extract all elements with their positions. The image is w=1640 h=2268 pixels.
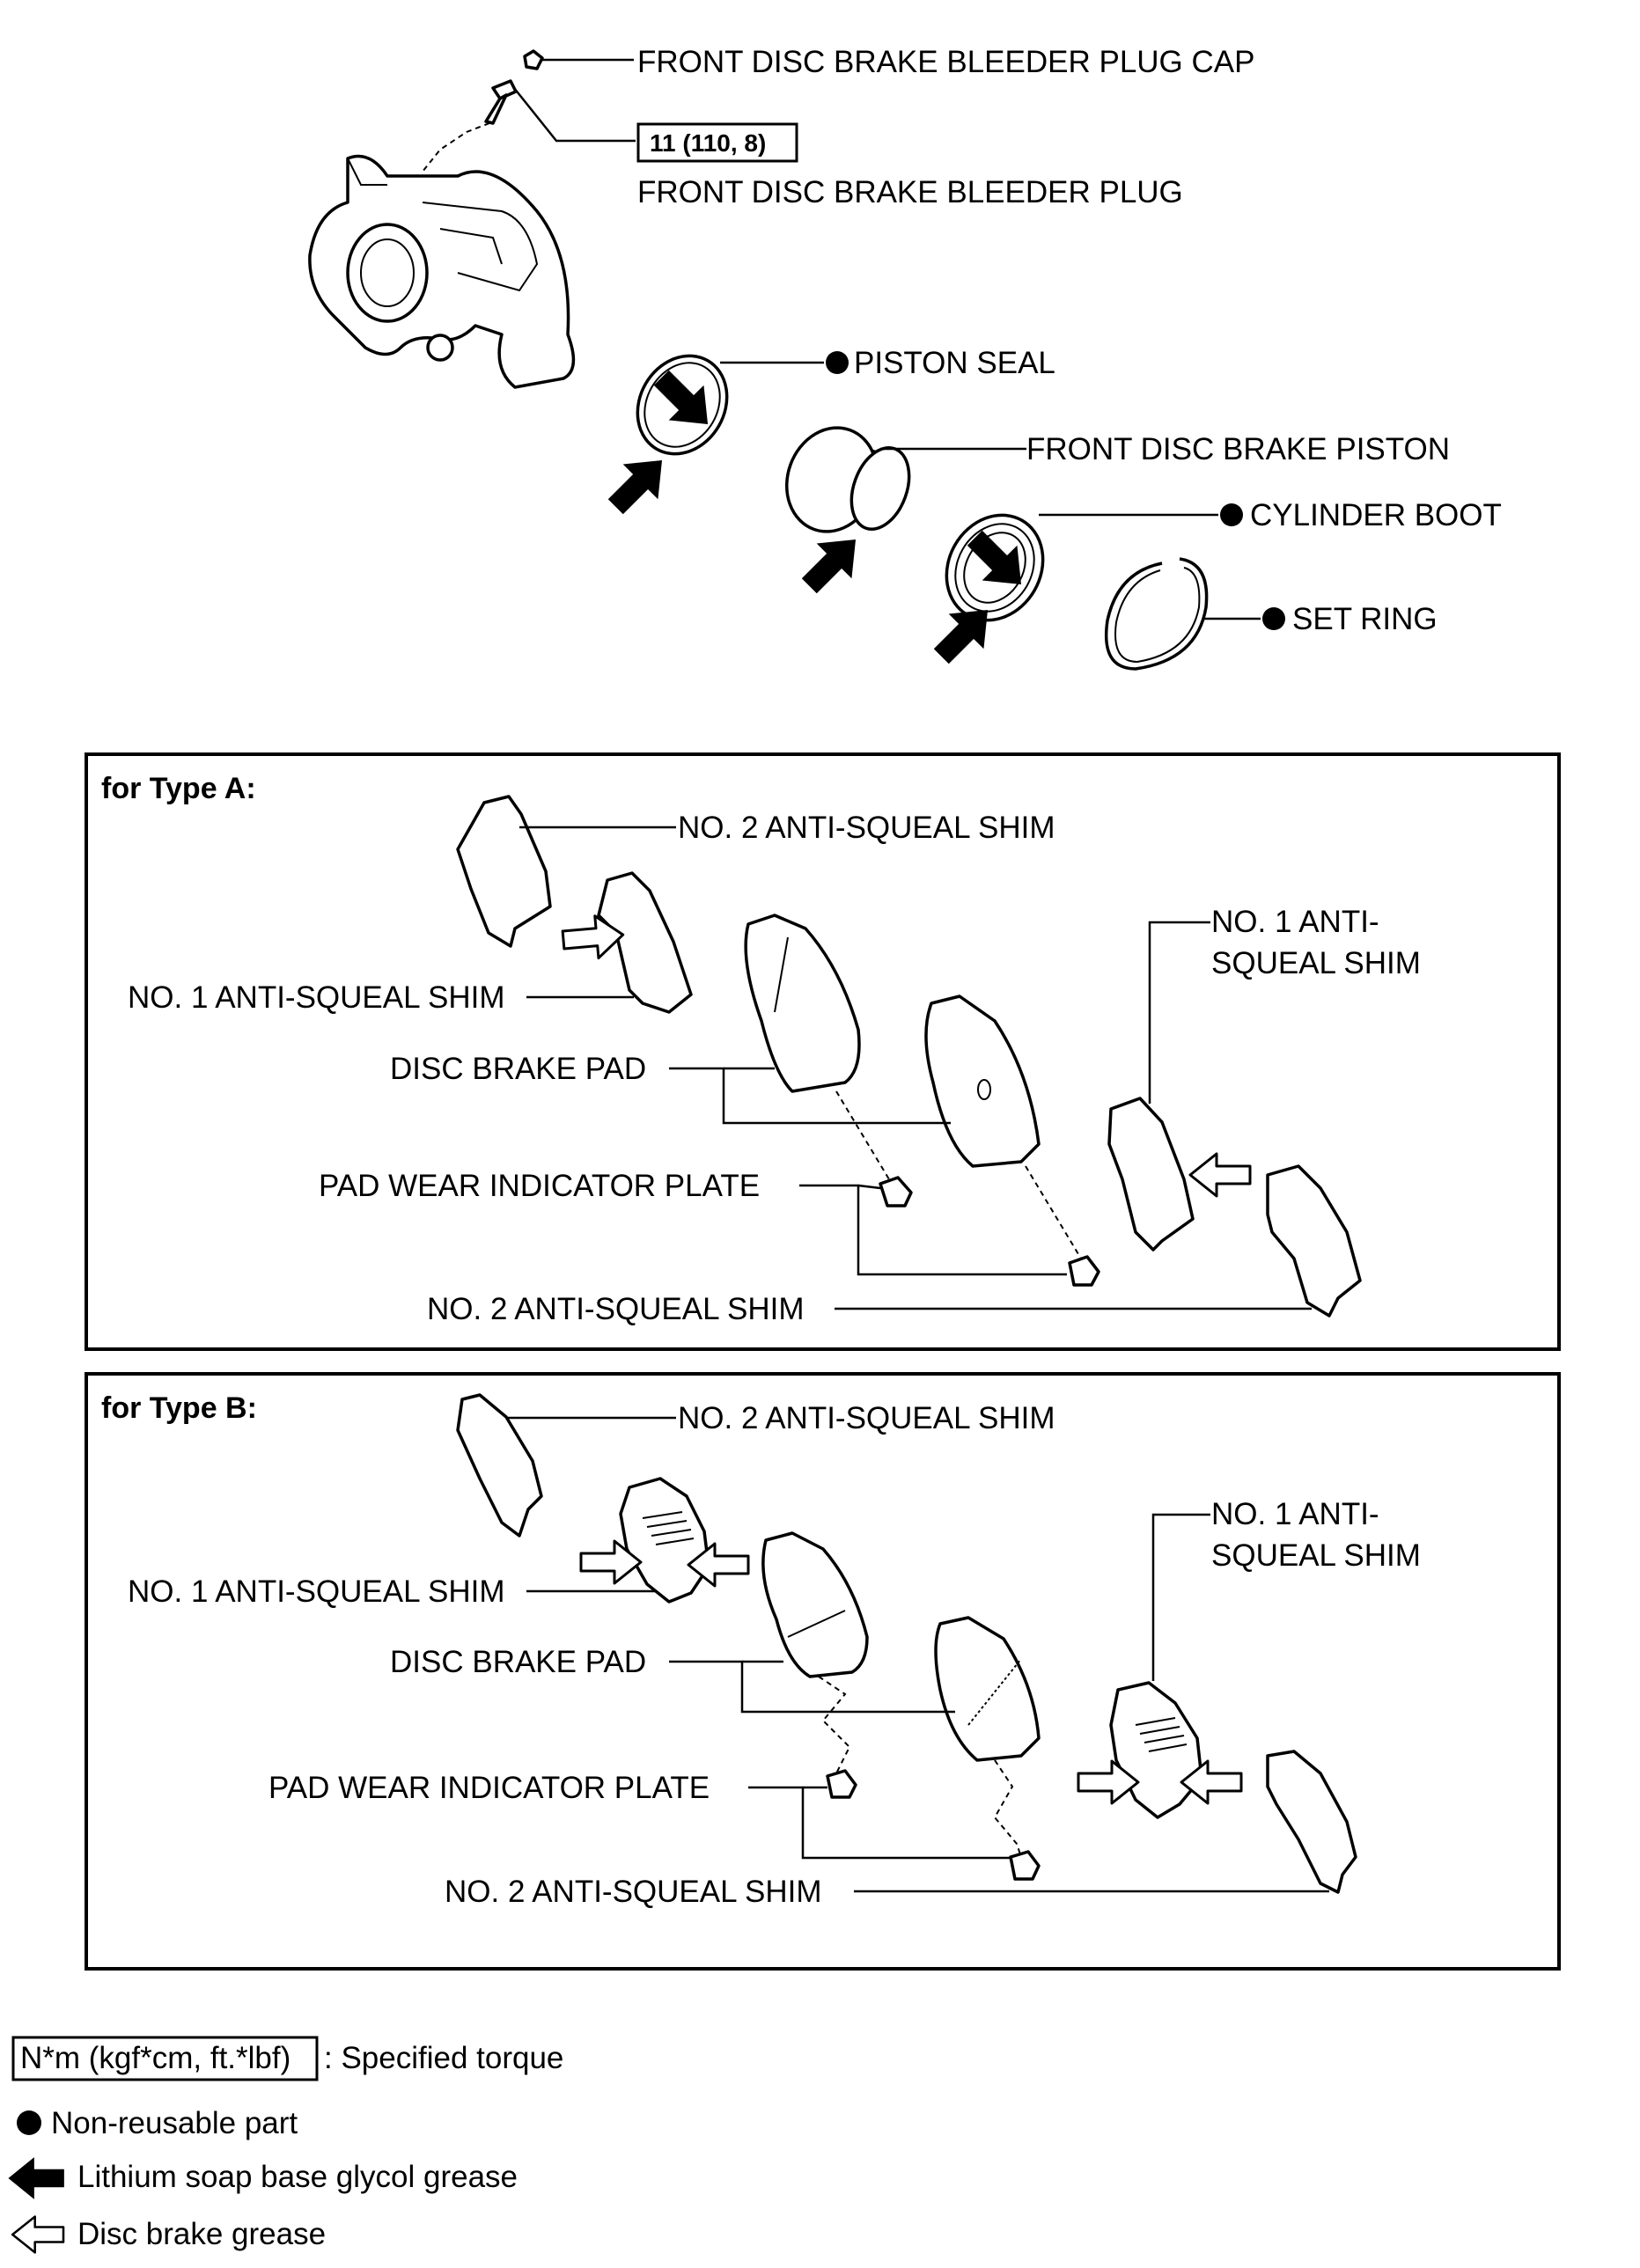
type-b-title: for Type B: xyxy=(101,1391,257,1425)
piston-label: FRONT DISC BRAKE PISTON xyxy=(1026,432,1450,466)
type-a-indicator-plate-1 xyxy=(879,1176,913,1207)
piston-seal xyxy=(636,354,824,456)
type-b-shim2-top-label: NO. 2 ANTI-SQUEAL SHIM xyxy=(678,1401,1055,1435)
type-b-shim1-right-label-line1: NO. 1 ANTI- xyxy=(1211,1497,1379,1531)
bleeder-plug-cap xyxy=(523,49,634,70)
type-a-panel xyxy=(85,752,1561,1351)
type-b-shim1-right xyxy=(1109,1681,1203,1819)
type-b-pad-left xyxy=(761,1531,869,1678)
lithium-grease-arrow xyxy=(599,444,679,524)
legend-disc-grease-arrow xyxy=(11,2215,65,2254)
legend-torque-desc: : Specified torque xyxy=(324,2041,563,2075)
legend-torque-box xyxy=(11,2036,319,2081)
type-b-panel xyxy=(85,1372,1561,1971)
type-a-shim1-right xyxy=(1107,1097,1195,1251)
type-b-shim1-left-label: NO. 1 ANTI-SQUEAL SHIM xyxy=(128,1574,505,1609)
set-ring xyxy=(1104,557,1261,671)
legend-disc-grease-text: Disc brake grease xyxy=(77,2217,326,2251)
caliper-body xyxy=(308,154,576,389)
type-b-indicator-plate-1 xyxy=(826,1769,857,1799)
type-a-pad-right xyxy=(924,995,1041,1168)
type-a-title: for Type A: xyxy=(101,772,256,805)
type-a-indicator-label: PAD WEAR INDICATOR PLATE xyxy=(319,1169,760,1203)
type-b-shim1-left xyxy=(619,1477,710,1604)
cylinder-boot-label: CYLINDER BOOT xyxy=(1250,498,1502,532)
type-a-pad-label: DISC BRAKE PAD xyxy=(390,1052,646,1086)
non-reusable-dot xyxy=(1220,503,1243,526)
type-a-shim1-right-label-line2: SQUEAL SHIM xyxy=(1211,946,1421,980)
type-b-indicator-plate-2 xyxy=(1009,1850,1041,1881)
brake-piston xyxy=(784,426,1026,533)
type-b-pad-right xyxy=(934,1616,1041,1762)
type-b-shim2-bottom-label: NO. 2 ANTI-SQUEAL SHIM xyxy=(445,1875,822,1909)
piston-seal-label: PISTON SEAL xyxy=(854,346,1055,380)
torque-box xyxy=(636,122,798,163)
legend-non-reusable-dot xyxy=(17,2110,41,2135)
non-reusable-dot xyxy=(1262,607,1285,630)
bleeder-plug-label: FRONT DISC BRAKE BLEEDER PLUG xyxy=(637,175,1183,209)
legend-lithium-grease-text: Lithium soap base glycol grease xyxy=(77,2160,518,2194)
type-a-shim2-bottom xyxy=(1266,1164,1362,1317)
type-b-indicator-label: PAD WEAR INDICATOR PLATE xyxy=(268,1771,710,1805)
type-a-shim1-right-label-line1: NO. 1 ANTI- xyxy=(1211,905,1379,939)
bleeder-cap-label: FRONT DISC BRAKE BLEEDER PLUG CAP xyxy=(637,45,1254,79)
bleeder-plug xyxy=(422,79,636,172)
legend-lithium-grease-arrow xyxy=(8,2158,64,2198)
type-a-shim2-bottom-label: NO. 2 ANTI-SQUEAL SHIM xyxy=(427,1292,805,1326)
type-a-indicator-plate-2 xyxy=(1068,1255,1100,1287)
type-b-shim1-right-label-line2: SQUEAL SHIM xyxy=(1211,1538,1421,1573)
type-b-pad-label: DISC BRAKE PAD xyxy=(390,1645,646,1679)
disc-grease-arrow xyxy=(1188,1152,1252,1198)
set-ring-label: SET RING xyxy=(1292,602,1438,636)
type-a-shim2-top-label: NO. 2 ANTI-SQUEAL SHIM xyxy=(678,811,1055,845)
type-b-shim2-bottom xyxy=(1266,1750,1357,1894)
torque-value: 11 (110, 8) xyxy=(650,129,766,157)
type-a-pad-left xyxy=(744,914,861,1093)
type-b-shim2-top xyxy=(456,1393,543,1538)
non-reusable-dot xyxy=(826,351,849,374)
type-a-shim2-top xyxy=(456,795,552,948)
lithium-grease-arrow xyxy=(792,523,872,603)
legend-torque-box-text: N*m (kgf*cm, ft.*lbf) xyxy=(20,2041,290,2075)
type-a-shim1-left-label: NO. 1 ANTI-SQUEAL SHIM xyxy=(128,980,505,1015)
legend-non-reusable-text: Non-reusable part xyxy=(51,2106,298,2140)
